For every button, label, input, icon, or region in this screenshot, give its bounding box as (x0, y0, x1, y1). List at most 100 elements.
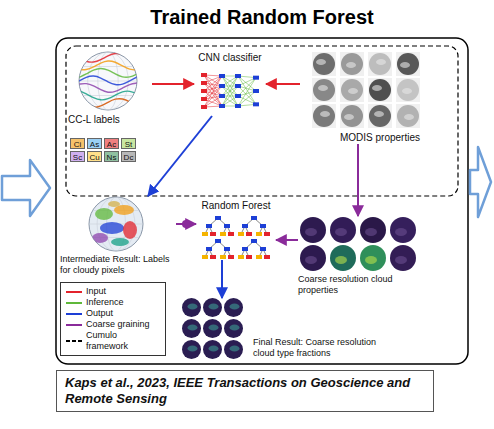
cloud-label-patch (95, 208, 113, 220)
network-unit (253, 89, 259, 93)
legend-label: Inference (86, 297, 124, 308)
tree-node (220, 232, 226, 236)
modis-texture (402, 88, 412, 94)
node-label: CNN classifier (194, 52, 266, 64)
legend-row: Output (65, 308, 161, 319)
cloud-label-patch (123, 221, 137, 239)
fraction-disk (203, 340, 222, 359)
tree-node (251, 216, 257, 220)
illustration (68, 50, 152, 112)
modis-texture (374, 111, 384, 117)
modis-tile (340, 78, 364, 102)
satellite-track (79, 99, 137, 108)
tree-node (224, 247, 230, 251)
coarse-field-texture (335, 228, 347, 236)
tree-node (242, 247, 248, 251)
cloud-label-globe: CC-L labels (68, 50, 152, 126)
node-label: Coarse resolution cloud properties (298, 274, 420, 296)
coarse-field-texture (365, 256, 377, 264)
globe-illustration (89, 197, 143, 251)
modis-texture (376, 59, 386, 65)
legend-label: Cumulo framework (86, 330, 161, 352)
network-unit (235, 74, 241, 78)
modis-disk (341, 53, 363, 75)
modis-tile (340, 52, 364, 76)
cloud-type-tag: Ci (70, 138, 85, 149)
legend-row: Input (65, 286, 161, 297)
network-unit (235, 84, 241, 88)
connector-group (176, 220, 196, 228)
tree-node (264, 255, 270, 259)
globe-disk (89, 197, 143, 251)
modis-texture (348, 88, 358, 94)
fraction-disk (203, 298, 222, 317)
cloud-type-tag: Cu (87, 151, 102, 162)
modis-tile (312, 52, 336, 76)
legend-row: Coarse graining (65, 319, 161, 330)
network-unit (235, 104, 241, 108)
modis-disk (313, 53, 335, 75)
fraction-texture (188, 325, 198, 331)
fraction-texture (209, 325, 219, 331)
modis-tile (368, 104, 392, 128)
node-label: MODIS properties (300, 132, 420, 144)
flow-connector (266, 83, 300, 85)
node-label: CC-L labels (68, 114, 152, 126)
modis-tile (312, 104, 336, 128)
connector-group (148, 116, 212, 196)
modis-tile (368, 78, 392, 102)
tree-node (264, 232, 270, 236)
tree-node (210, 232, 216, 236)
coarse-field-disk (360, 217, 386, 243)
cloud-label-patch (111, 238, 129, 246)
node-label: Intermediate Result: Labels for cloudy p… (60, 254, 176, 276)
legend-line (66, 324, 82, 326)
tree-node (206, 247, 212, 251)
modis-texture (372, 85, 382, 91)
tree-node (260, 247, 266, 251)
junction-dot (182, 220, 190, 228)
coarse-field-texture (395, 228, 407, 236)
modis-disk (313, 79, 335, 101)
illustration (298, 216, 420, 272)
modis-tile (312, 78, 336, 102)
globe-illustration (79, 52, 137, 110)
modis-disk (341, 105, 363, 127)
illustration (60, 196, 176, 252)
outer-frame (56, 38, 468, 364)
illustration (300, 50, 420, 130)
legend-box: InputInferenceOutputCoarse grainingCumul… (60, 282, 166, 356)
tree-node (238, 232, 244, 236)
modis-disk (369, 105, 391, 127)
coarse-field-texture (395, 256, 407, 264)
coarse-field-texture (305, 256, 317, 264)
final-result: Final Result: Coarse resolution cloud ty… (182, 298, 382, 359)
flow-connector (357, 144, 359, 216)
citation-caption: Kaps et al., 2023, IEEE Transactions on … (56, 370, 434, 412)
fraction-disk (224, 340, 243, 359)
flow-connector (276, 239, 298, 241)
network-unit (235, 94, 241, 98)
legend-line (66, 302, 82, 304)
network-link (222, 76, 238, 106)
diagram-title: Trained Random Forest (56, 5, 468, 29)
satellite-track (79, 69, 137, 78)
fraction-disk (182, 340, 201, 359)
satellite-track (79, 91, 137, 100)
modis-texture (400, 62, 410, 68)
legend-line (66, 313, 82, 315)
hollow-arrow (470, 147, 491, 217)
legend-sample (65, 321, 83, 329)
coarse-field-disk (330, 245, 356, 271)
random-forest: Random Forest (196, 200, 276, 260)
cnn-classifier: CNN classifier (194, 52, 266, 116)
modis-disk (369, 79, 391, 101)
legend-label: Output (86, 308, 113, 319)
fraction-texture (209, 304, 219, 310)
cloud-label-patch (108, 201, 120, 207)
modis-texture (320, 111, 330, 117)
flow-connector (152, 83, 194, 85)
tree-node (228, 232, 234, 236)
cloud-type-tag: Ns (104, 151, 119, 162)
